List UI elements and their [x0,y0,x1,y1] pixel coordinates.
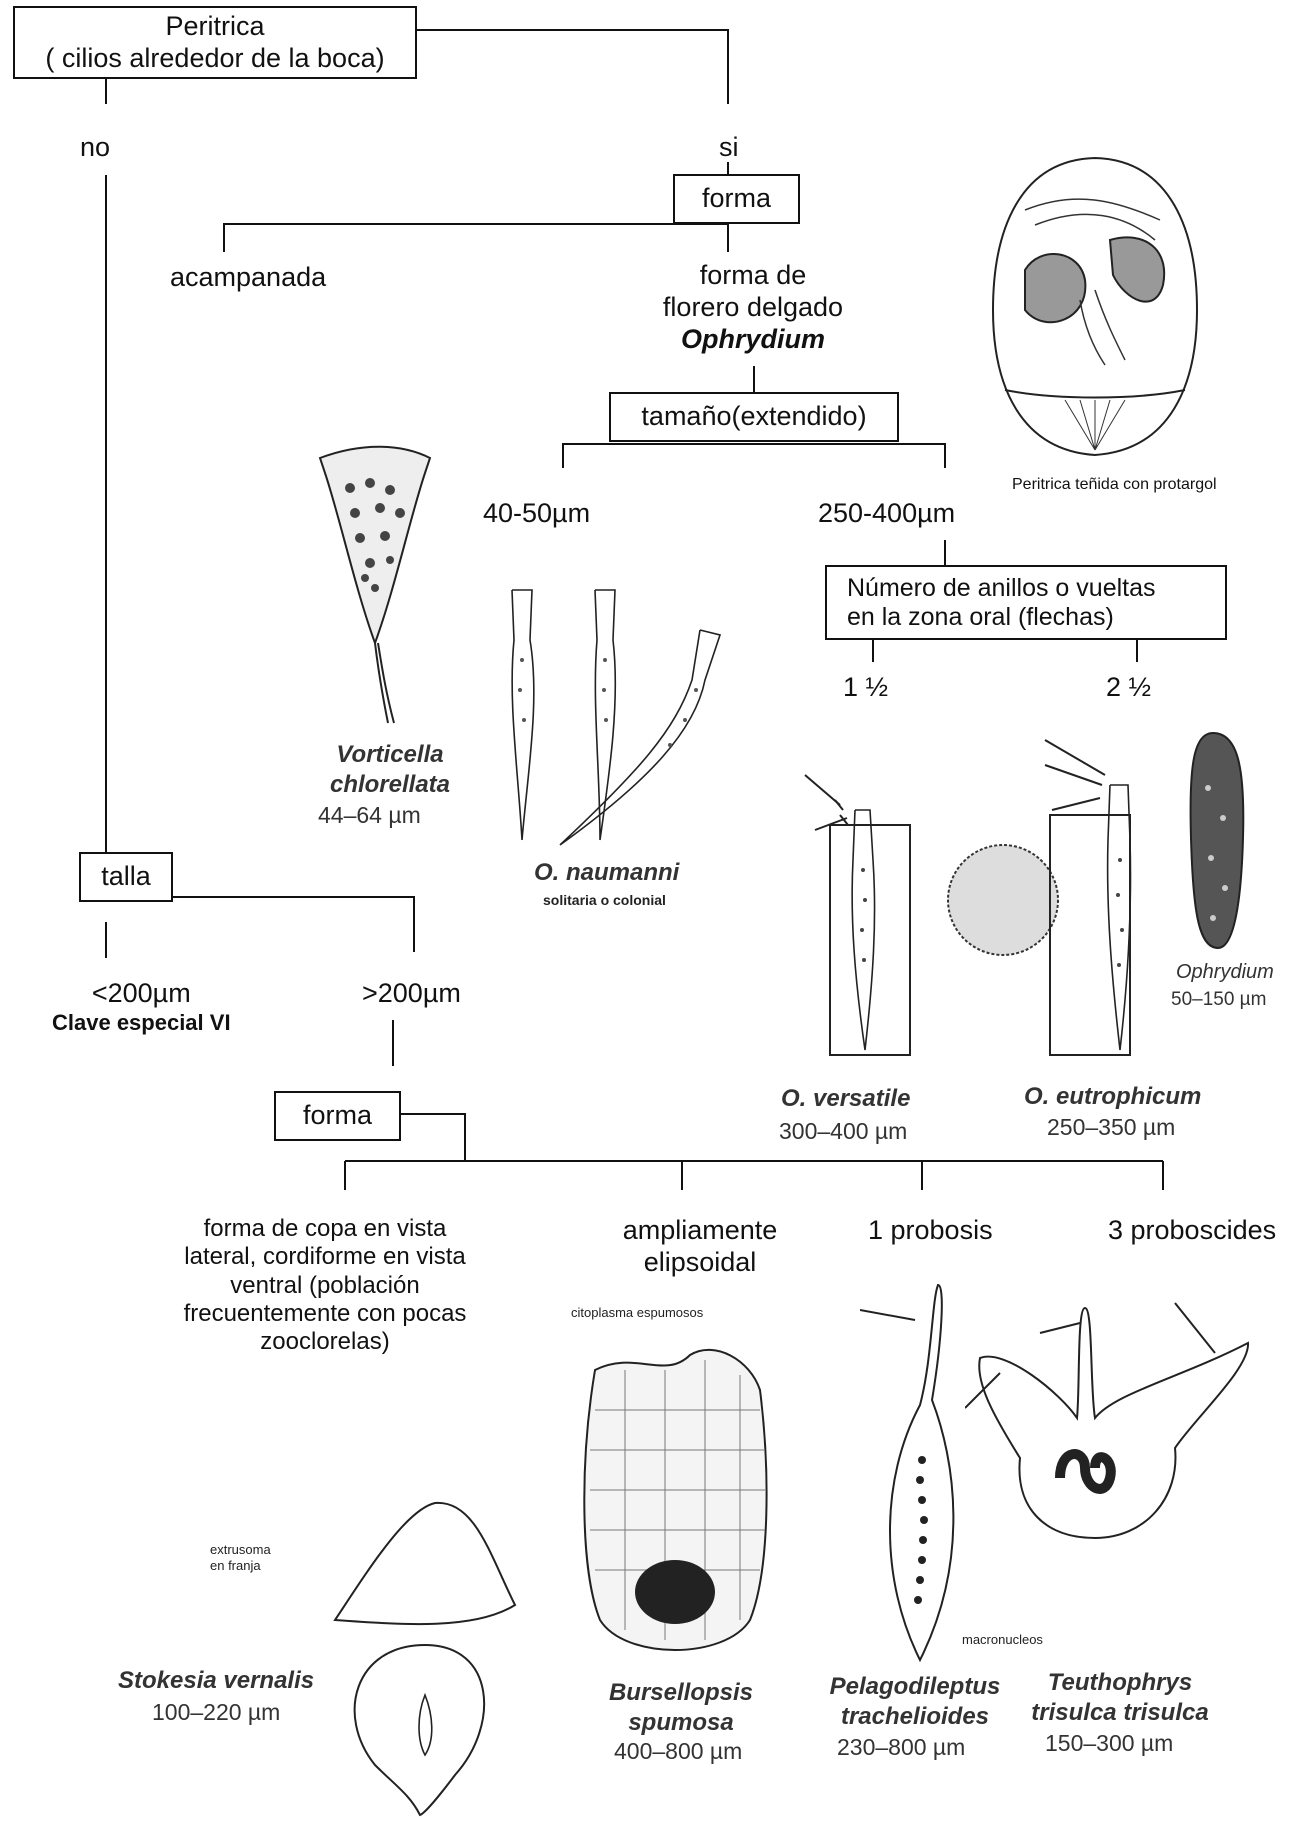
caption-solitaria: solitaria o colonial [543,892,666,909]
species-eutrophicum-size: 250–350 µm [1047,1114,1175,1141]
branch-florero: forma de florero delgado Ophrydium [653,260,853,356]
illustration-bursellopsis [575,1330,775,1660]
species-stokesia-name: Stokesia vernalis [118,1666,314,1696]
branch-talla-large: >200µm [362,978,461,1010]
illustration-pelagodileptus [860,1280,970,1670]
anillos-box-line-1: Número de anillos o vueltas [847,574,1156,603]
root-box-line-1: Peritrica [165,11,264,42]
species-ophrydium-size: 50–150 µm [1171,989,1266,1011]
connector-tamano-split [563,444,945,468]
connector-talla-large [172,897,414,952]
caption-protargol: Peritrica teñida con protargol [1012,476,1217,494]
species-teuthophrys-size: 150–300 µm [1045,1730,1173,1757]
connector-forma-split [224,224,728,252]
connector-forma-bar [398,1114,465,1161]
branch-rings-1: 1 ½ [843,672,888,704]
species-teuthophrys-name: Teuthophrys trisulca trisulca [1020,1668,1220,1728]
branch-acampanada: acampanada [170,262,326,294]
illustration-ophrydium-cell [1183,728,1253,953]
branch-probosis-3: 3 proboscides [1108,1215,1276,1247]
forma-box-1: forma [673,174,800,224]
talla-box: talla [79,852,173,902]
illustration-vorticella [300,438,450,728]
forma-box-2: forma [274,1091,401,1141]
branch-size-large: 250-400µm [818,498,955,530]
species-eutrophicum-name: O. eutrophicum [1024,1082,1201,1112]
species-versatile-name: O. versatile [781,1084,910,1114]
caption-macronucleos: macronucleos [962,1632,1043,1648]
species-pelagodileptus-size: 230–800 µm [837,1734,965,1761]
branch-si: si [719,132,739,164]
anillos-box-line-2: en la zona oral (flechas) [847,603,1114,632]
illustration-stokesia [325,1495,525,1820]
talla-small-key: Clave especial VI [52,1010,231,1036]
species-naumanni-name: O. naumanni [534,858,679,888]
root-box: Peritrica ( cilios alrededor de la boca) [13,6,417,79]
illustration-teuthophrys [965,1298,1255,1568]
species-pelagodileptus-name: Pelagodileptus trachelioides [815,1672,1015,1732]
species-bursellopsis-size: 400–800 µm [614,1738,742,1765]
branch-rings-2: 2 ½ [1106,672,1151,704]
florero-genus: Ophrydium [653,324,853,356]
illustration-peritrica-protargol [985,150,1205,470]
branch-probosis-1: 1 probosis [868,1215,993,1247]
branch-elipsoidal: ampliamente elipsoidal [605,1215,795,1279]
tamano-box: tamaño(extendido) [609,392,899,442]
root-box-line-2: ( cilios alrededor de la boca) [45,43,384,74]
species-bursellopsis-name: Bursellopsis spumosa [601,1678,761,1738]
branch-size-small: 40-50µm [483,498,590,530]
illustration-eutrophicum [1040,730,1170,1060]
species-ophrydium-name: Ophrydium [1176,961,1274,984]
branch-no: no [80,132,110,164]
species-vorticella-name: Vorticella chlorellata [310,740,470,800]
anillos-box: Número de anillos o vueltas en la zona o… [825,565,1227,640]
illustration-versatile [795,740,925,1060]
illustration-naumanni [500,580,760,850]
connector-root-si [416,30,728,104]
branch-copa: forma de copa en vista lateral, cordifor… [160,1215,490,1357]
species-stokesia-size: 100–220 µm [152,1699,280,1726]
species-versatile-size: 300–400 µm [779,1118,907,1145]
branch-talla-small: <200µm Clave especial VI [52,978,231,1036]
caption-extrusoma: extrusoma en franja [210,1542,271,1573]
caption-citoplasma: citoplasma espumosos [571,1305,703,1321]
species-vorticella-size: 44–64 µm [318,802,421,829]
